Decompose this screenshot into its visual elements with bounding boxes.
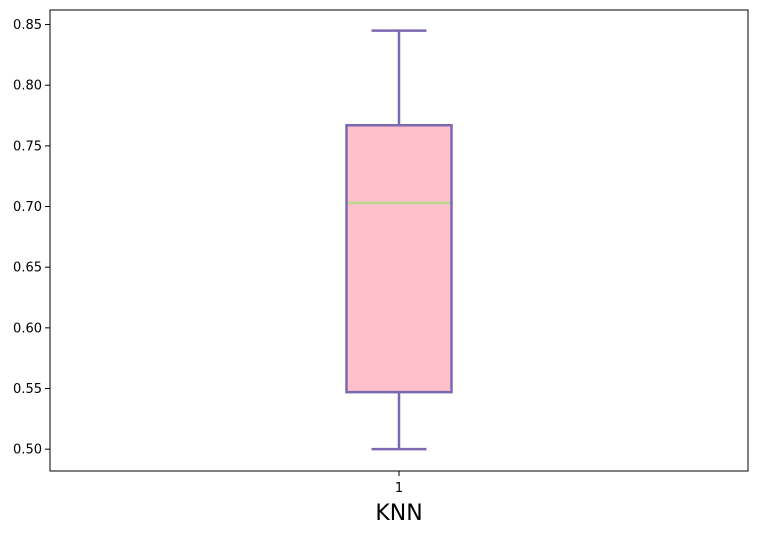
y-tick-label: 0.50 xyxy=(13,443,42,458)
box-group xyxy=(345,29,453,451)
x-axis-title: KNN xyxy=(375,501,422,526)
y-tick-label: 0.75 xyxy=(13,139,42,154)
x-axis: 1 xyxy=(395,471,403,496)
y-axis: 0.50 0.55 0.60 0.65 0.70 0.75 0.80 0.85 xyxy=(13,18,50,458)
y-tick-label: 0.65 xyxy=(13,261,42,276)
iqr-box xyxy=(345,124,453,394)
y-tick-label: 0.70 xyxy=(13,200,42,215)
x-tick-label: 1 xyxy=(395,481,403,496)
y-tick-label: 0.85 xyxy=(13,18,42,33)
y-tick-label: 0.80 xyxy=(13,79,42,94)
y-tick-label: 0.60 xyxy=(13,321,42,336)
y-tick-label: 0.55 xyxy=(13,382,42,397)
